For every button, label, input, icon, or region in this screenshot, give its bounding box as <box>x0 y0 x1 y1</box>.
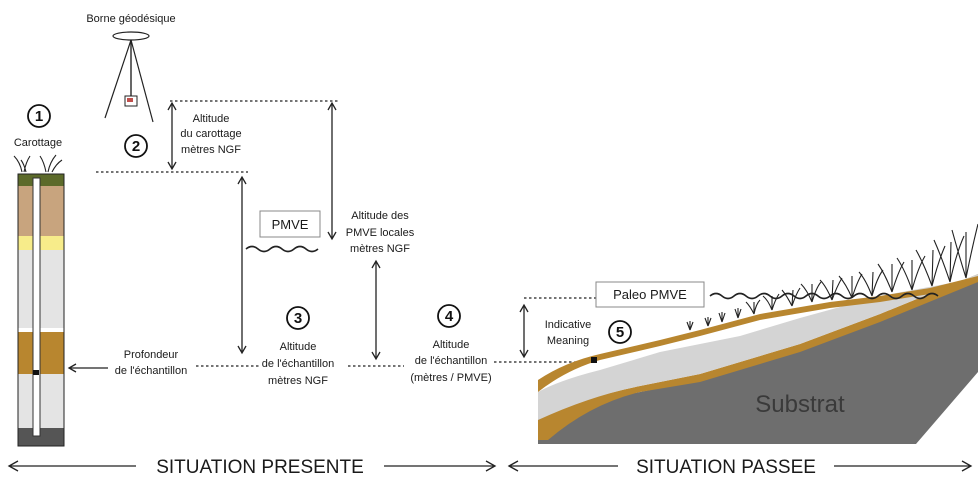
alt-carottage-line3: mètres NGF <box>181 144 241 156</box>
paleo-pmve-wave <box>709 292 939 300</box>
core-layer-white-band <box>18 328 64 332</box>
core-layer-yellow <box>18 236 64 250</box>
alt-ech-ngf-line1: Altitude <box>280 341 317 353</box>
svg-text:5: 5 <box>616 324 624 341</box>
borne-label: Borne géodésique <box>86 13 175 25</box>
tripod-icon <box>104 31 154 123</box>
situation-presente-arrow <box>7 460 497 472</box>
core-plants <box>13 154 63 173</box>
core-layer-grey-lower <box>18 374 64 428</box>
arrow-alt-carottage <box>167 101 177 171</box>
alt-pmve-line1: Altitude des <box>351 210 409 222</box>
profondeur-line1: Profondeur <box>124 349 179 361</box>
core-outline <box>17 173 65 447</box>
core-sample-mark <box>33 370 39 375</box>
alt-ech-ngf-line3: mètres NGF <box>268 375 328 387</box>
ochre-lower-layer <box>538 274 978 440</box>
substrat-block <box>538 280 978 444</box>
marker-2: 2 <box>124 134 148 158</box>
situation-passee-label: SITUATION PASSEE <box>636 457 816 477</box>
pmve-label: PMVE <box>272 217 309 232</box>
paleo-pmve-label: Paleo PMVE <box>613 287 687 302</box>
alt-pmve-line2: PMVE locales <box>346 227 415 239</box>
arrow-alt-pmve-top <box>327 101 337 241</box>
marker-5: 5 <box>608 320 632 344</box>
arrow-pmve-to-sample <box>371 259 381 361</box>
marker-4: 4 <box>437 304 461 328</box>
carottage-label: Carottage <box>14 137 62 149</box>
indicative-line1: Indicative <box>545 319 591 331</box>
core-layer-grey <box>18 250 64 328</box>
crust-layer <box>538 276 978 392</box>
indicative-line2: Meaning <box>547 335 589 347</box>
paleo-pmve-box <box>595 281 705 308</box>
substrat-label: Substrat <box>755 391 845 418</box>
sediment-grey-layer <box>538 274 978 420</box>
profondeur-line2: de l'échantillon <box>115 365 187 377</box>
alt-pmve-line3: mètres NGF <box>350 243 410 255</box>
pmve-wave <box>245 245 319 253</box>
alt-ech-pmve-line2: de l'échantillon <box>415 355 487 367</box>
svg-text:3: 3 <box>294 310 302 327</box>
situation-presente-label: SITUATION PRESENTE <box>156 457 364 477</box>
alt-ech-pmve-line1: Altitude <box>433 339 470 351</box>
past-sample-mark <box>591 357 597 363</box>
svg-text:4: 4 <box>445 308 454 325</box>
svg-text:1: 1 <box>35 108 43 125</box>
situation-passee-arrow <box>507 460 973 472</box>
alt-carottage-line2: du carottage <box>180 128 241 140</box>
arrow-profondeur <box>237 175 247 355</box>
arrow-indicative-meaning <box>519 303 529 359</box>
arrow-to-core <box>67 363 108 373</box>
core-layer-top <box>18 174 64 186</box>
core-layer-sand <box>18 186 64 236</box>
slope-vegetation <box>686 223 978 331</box>
alt-ech-ngf-line2: de l'échantillon <box>262 358 334 370</box>
marker-1: 1 <box>27 104 51 128</box>
core-column <box>17 173 65 447</box>
core-tube <box>32 177 41 437</box>
svg-text:2: 2 <box>132 138 140 155</box>
alt-carottage-line1: Altitude <box>193 113 230 125</box>
core-layer-ochre <box>18 332 64 374</box>
pmve-box <box>259 210 321 238</box>
alt-ech-pmve-line3: (mètres / PMVE) <box>410 372 491 384</box>
marker-3: 3 <box>286 306 310 330</box>
core-layer-base <box>18 428 64 446</box>
